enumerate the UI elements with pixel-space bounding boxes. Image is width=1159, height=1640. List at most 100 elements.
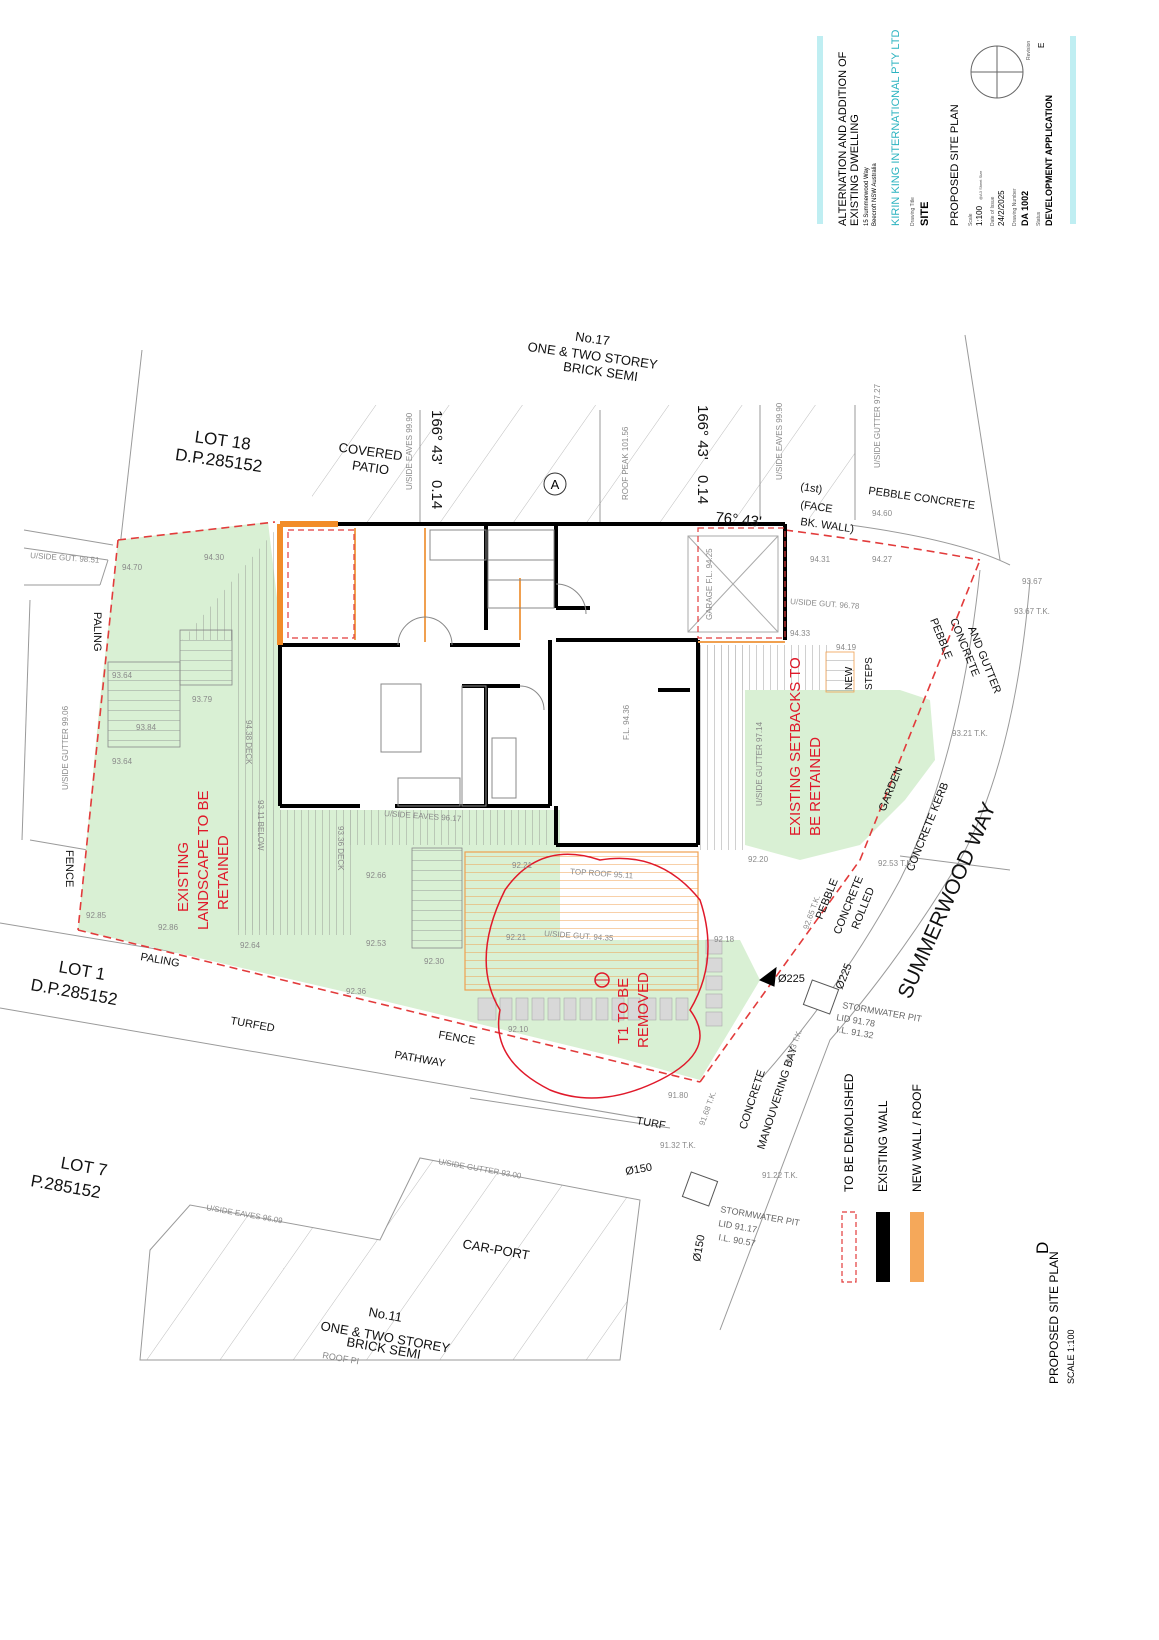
tree-note-2: REMOVED [635, 972, 652, 1048]
bearing1: 166° 43' [428, 410, 445, 465]
lvl-9379: 93.79 [192, 695, 213, 704]
patio-label: PATIO [351, 458, 390, 478]
legend-existing-label: EXISTING WALL [876, 1100, 890, 1192]
status-value: DEVELOPMENT APPLICATION [1044, 95, 1054, 226]
drawing-number: DA 1002 [1020, 191, 1030, 226]
lot1-dp: D.P.285152 [29, 975, 119, 1009]
uside-eaves-9990a: U/SIDE EAVES 99.90 [405, 412, 414, 490]
bearing1-sub: 0.14 [428, 480, 445, 509]
paving [477, 939, 723, 1027]
lvl-9430: 94.30 [204, 553, 225, 562]
company-name: KIRIN KING INTERNATIONAL PTY LTD [890, 30, 902, 226]
lvl-9364b: 93.64 [112, 757, 133, 766]
date-caption: Date of Issue [990, 196, 996, 226]
lvl-9221b: 92.21 [506, 933, 527, 942]
address-2: Beecroft NSW Australia [872, 163, 878, 226]
roof-peak: ROOF PEAK 101.56 [621, 426, 630, 500]
lvl-9433: 94.33 [790, 629, 811, 638]
section-marker-a: A [543, 472, 567, 496]
lvl-9266: 92.66 [366, 871, 387, 880]
title-block: ALTERNATION AND ADDITION OF EXISTING DWE… [817, 30, 1076, 226]
paling-bottom: PALING [139, 951, 180, 970]
lvl-9460: 94.60 [872, 509, 893, 518]
status-caption: Status [1036, 211, 1042, 226]
landscape-note-2: LANDSCAPE TO BE [195, 791, 212, 931]
lvl-9285: 92.85 [86, 911, 107, 920]
interior-fixtures [380, 529, 587, 807]
paling-left: PALING [91, 612, 103, 652]
neighbour-no17 [312, 405, 856, 522]
scale-note: @A3 Sheet Size [978, 170, 983, 200]
pipe-225a: Ø225 [778, 973, 805, 985]
deck-b: 93.11 BELOW [256, 800, 265, 851]
section-marker-label: A [551, 477, 560, 492]
no11-label: No.11 [367, 1304, 403, 1325]
new-walls [277, 521, 338, 645]
top-roof-label: TOP ROOF 95.11 [570, 867, 634, 880]
landscape-note-3: RETAINED [215, 835, 232, 910]
new-roof [464, 851, 699, 991]
uside-gut-9851: U/SIDE GUT. 98.51 [30, 551, 100, 565]
title-accent-left [817, 36, 823, 224]
legend-demolish-swatch [841, 1211, 857, 1283]
project-title-1: ALTERNATION AND ADDITION OF [837, 51, 849, 226]
lvl-9286: 92.86 [158, 923, 179, 932]
north-point-icon [970, 45, 1024, 99]
bearing3: 76° 43' [715, 509, 763, 531]
legend-new-label: NEW WALL / ROOF [910, 1084, 924, 1192]
legend-existing-swatch [876, 1212, 890, 1282]
fence-left: FENCE [63, 850, 75, 887]
lvl-9132: 91.32 T.K. [660, 1141, 696, 1150]
deck-c: 93.36 DECK [336, 826, 345, 871]
landscape-note-1: EXISTING [175, 842, 192, 912]
lvl-9221a: 92.21 [512, 861, 533, 870]
bearing2: 166° 43' [694, 405, 711, 460]
uside-gutter-9714: U/SIDE GUTTER 97.14 [755, 721, 764, 806]
lvl-9210: 92.10 [508, 1025, 529, 1034]
date-value: 24/2/2025 [997, 190, 1006, 226]
lvl-9264: 92.64 [240, 941, 261, 950]
pipe-225b: Ø225 [834, 962, 855, 991]
street-name: SUMMERWOOD WAY [894, 799, 1001, 1002]
lvl-9431: 94.31 [810, 555, 831, 564]
lvl-9253: 92.53 [366, 939, 387, 948]
lvl-9427: 94.27 [872, 555, 893, 564]
tree-note-1: T1 TO BE [615, 978, 632, 1044]
view-title: D PROPOSED SITE PLAN SCALE 1:100 [1033, 1242, 1076, 1384]
no17-label: No.17 [574, 329, 610, 349]
sheet-title: PROPOSED SITE PLAN [949, 104, 961, 226]
site-boundary [77, 521, 981, 1083]
turfed-label: TURFED [229, 1015, 275, 1035]
pit2-il: I.L. 90.57 [718, 1232, 757, 1248]
lvl-9367tk: 93.67 T.K. [1014, 607, 1050, 616]
pathway-label: PATHWAY [393, 1049, 446, 1070]
garage [687, 535, 779, 633]
view-marker: D [1033, 1242, 1052, 1254]
deck-boards [107, 530, 855, 949]
address-1: 15 Summerwood Way [864, 167, 870, 226]
tree-t1-outline [485, 853, 709, 1099]
project-title-2: EXISTING DWELLING [849, 114, 861, 226]
turf-label: TURF [635, 1115, 666, 1132]
fence-bottom: FENCE [437, 1029, 476, 1047]
pipe-150b: Ø150 [691, 1234, 707, 1263]
lot7-label: LOT 7 [59, 1153, 109, 1180]
pebble-concrete-top: PEBBLE CONCRETE [868, 485, 976, 512]
setbacks-note-2: BE RETAINED [807, 737, 824, 836]
drawing-number-caption: Drawing Number [1012, 188, 1018, 226]
lvl-9236: 92.36 [346, 987, 367, 996]
garage-fl: GARAGE F.L. 94.25 [705, 548, 714, 620]
lvl-9367: 93.67 [1022, 577, 1043, 586]
lvl-9218: 92.18 [714, 935, 735, 944]
face-brick-2: (FACE [800, 499, 834, 515]
legend-demolish-label: TO BE DEMOLISHED [842, 1073, 856, 1192]
new-steps-2: STEPS [864, 657, 875, 690]
new-steps-1: NEW [844, 666, 855, 690]
lvl-9122: 91.22 T.K. [762, 1171, 798, 1180]
uside-gutter-9906: U/SIDE GUTTER 99.06 [61, 705, 70, 790]
title-accent-right [1070, 36, 1076, 224]
lvl-9230: 92.30 [424, 957, 445, 966]
scale-value: 1:100 [975, 205, 984, 226]
deck-a: 94.38 DECK [244, 720, 253, 765]
